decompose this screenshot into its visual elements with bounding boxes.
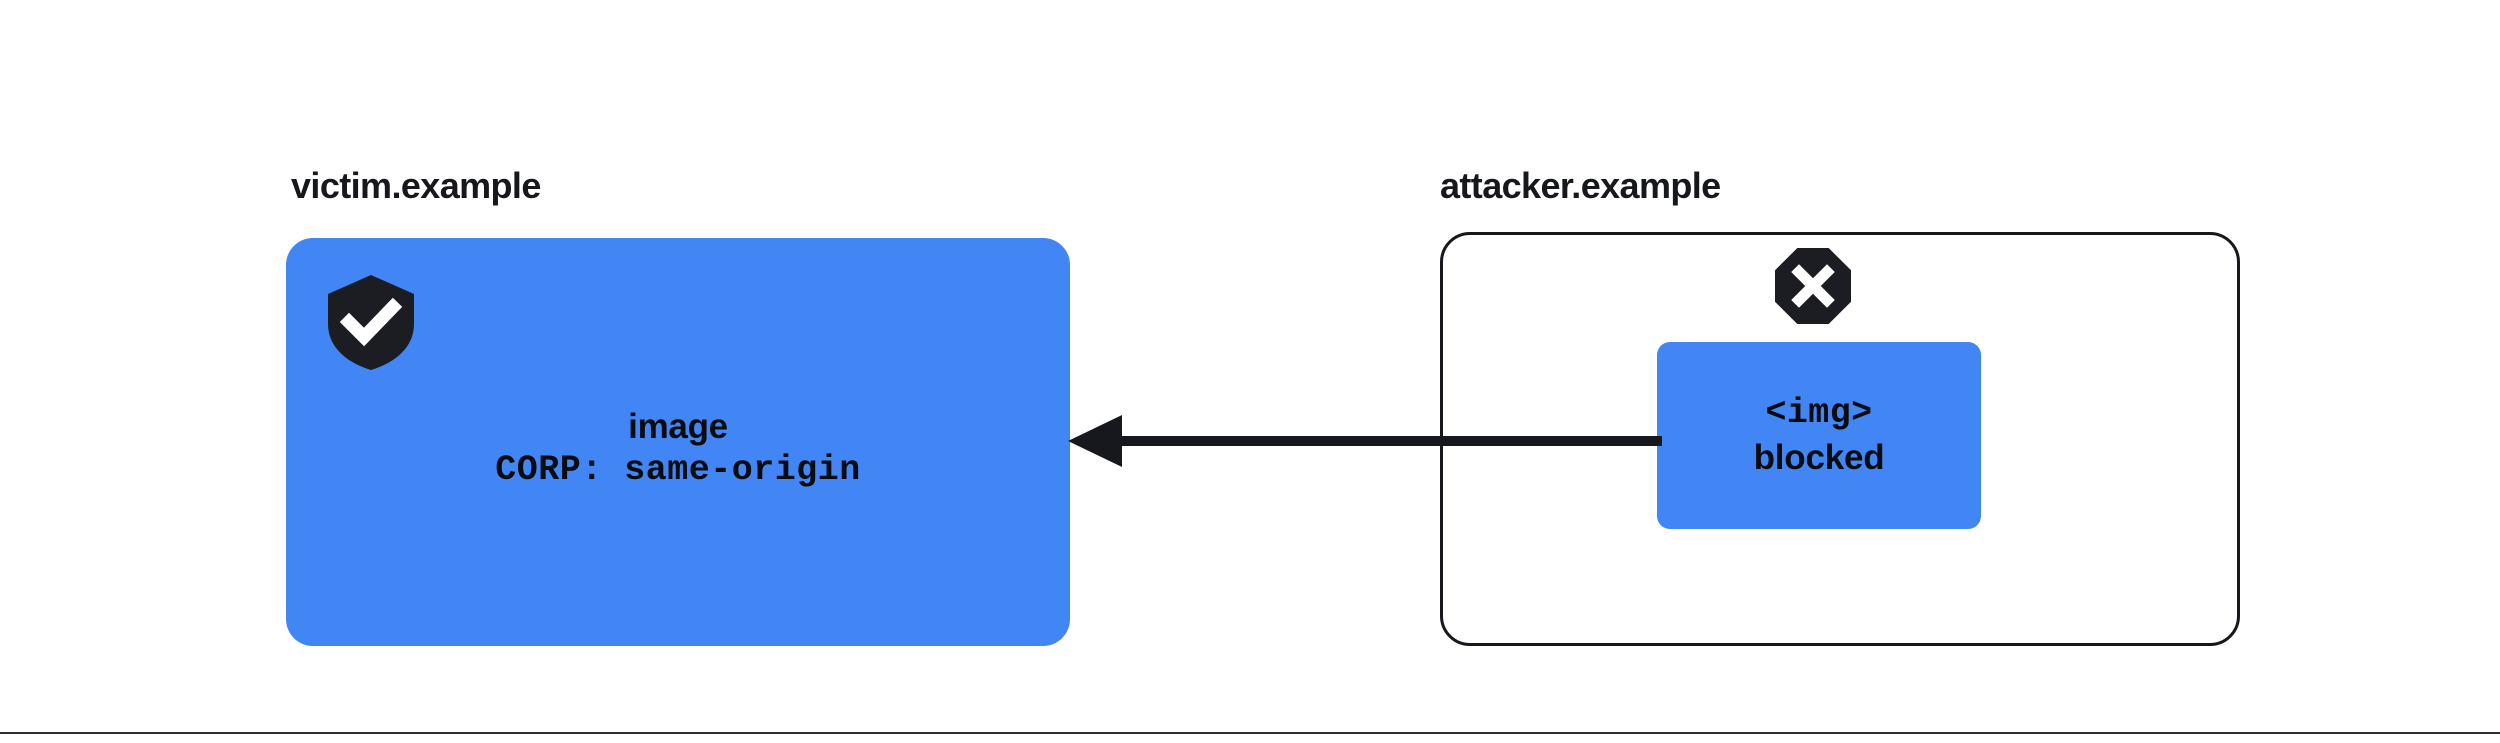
- victim-origin-label: victim.example: [291, 165, 541, 206]
- attacker-img-element-box: <img> blocked: [1657, 342, 1981, 529]
- octagon-x-blocked-icon: [1775, 248, 1851, 324]
- attacker-blocked-status: blocked: [1753, 437, 1885, 477]
- attacker-origin-label: attacker.example: [1440, 165, 1721, 206]
- shield-check-icon: [328, 275, 414, 370]
- blocked-request-arrow: [1060, 406, 1670, 476]
- victim-resource-type: image: [628, 407, 728, 447]
- victim-corp-header: CORP: same-origin: [495, 450, 861, 490]
- bottom-divider: [0, 732, 2500, 734]
- victim-resource-box: image CORP: same-origin: [286, 238, 1070, 646]
- victim-resource-text: image CORP: same-origin: [286, 238, 1070, 646]
- attacker-img-tag: <img>: [1765, 392, 1873, 433]
